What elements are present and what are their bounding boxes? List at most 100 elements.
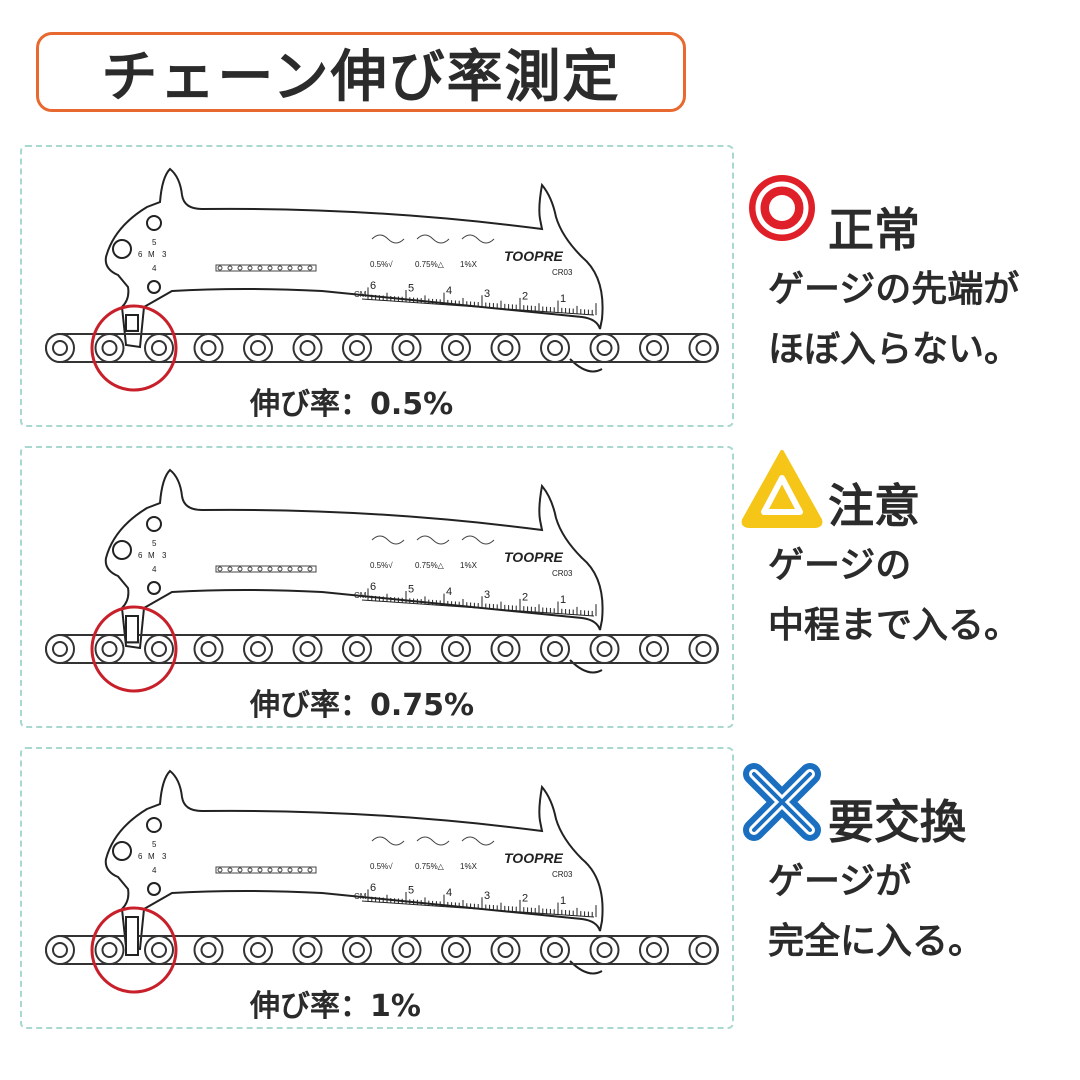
status-description: ゲージが 完全に入る。 — [768, 852, 1070, 972]
mini-chain-link — [247, 867, 253, 873]
status-replace: 要交換 ゲージが 完全に入る。 — [740, 762, 1070, 972]
mini-chain-link — [227, 867, 233, 873]
chain-pin — [299, 641, 316, 657]
mini-chain-link — [257, 867, 263, 873]
hole-label: 3 — [162, 852, 167, 861]
chain-pin — [52, 942, 68, 958]
chain-roller — [193, 935, 224, 965]
chain-roller — [639, 634, 669, 664]
hole-label: 6 — [138, 551, 143, 560]
mini-chain-link — [237, 265, 243, 271]
hole-label: 6 — [138, 852, 143, 861]
chain-pin — [151, 340, 167, 356]
chain-pin — [299, 942, 316, 958]
mini-chain-link — [227, 566, 233, 572]
scale-number: 3 — [484, 288, 490, 300]
scale-number: 1 — [560, 293, 566, 305]
mini-chain-link — [257, 566, 263, 572]
rate-label: 伸び率：1% — [250, 989, 421, 1024]
hole-label: 5 — [152, 238, 157, 247]
chain-roller — [144, 333, 174, 363]
chain-roller — [441, 333, 471, 363]
gauge-tooth-front — [125, 916, 139, 956]
mini-chain-link — [287, 566, 293, 572]
scale-number: 4 — [446, 887, 452, 899]
chain-roller — [540, 333, 570, 363]
chain-roller — [342, 634, 372, 664]
scale-number: 4 — [446, 285, 452, 297]
chain-pin — [547, 340, 563, 356]
status-normal: 正常 ゲージの先端が ほぼ入らない。 — [740, 170, 1070, 380]
status-description: ゲージの 中程まで入る。 — [768, 536, 1070, 656]
chain-pin — [646, 942, 662, 958]
hole-label: 4 — [152, 866, 157, 875]
mini-chain-link — [247, 566, 253, 572]
chain-roller — [441, 935, 471, 965]
hole-label: M — [148, 250, 155, 259]
wear-mark-label: 0.75%△ — [415, 862, 445, 871]
status-description-line: ゲージの先端が — [768, 269, 1020, 310]
chain-pin — [596, 942, 613, 958]
wear-mark-icon — [371, 535, 405, 545]
status-description-line: ゲージの — [768, 545, 912, 586]
scale-unit: CM — [354, 290, 367, 299]
gauge-outline — [104, 167, 604, 349]
scale-number: 3 — [484, 890, 490, 902]
chain-roller — [45, 333, 75, 363]
chain-roller — [292, 935, 323, 965]
status-title: 要交換 — [828, 795, 966, 849]
wear-mark-label: 0.75%△ — [415, 260, 445, 269]
mini-chain-link — [217, 867, 223, 873]
mini-chain-link — [257, 265, 263, 271]
chain-pin — [200, 942, 217, 958]
scale-number: 6 — [370, 280, 376, 292]
mini-chain-link — [277, 566, 283, 572]
mini-chain-link — [247, 265, 253, 271]
chain-roller — [144, 935, 174, 965]
wear-mark-icon — [461, 535, 495, 545]
mini-chain-link — [297, 265, 303, 271]
chain-pin — [250, 942, 266, 958]
status-description-line: ほぼ入らない。 — [768, 329, 1021, 370]
chain-pin — [448, 641, 464, 657]
chain-roller — [391, 634, 422, 664]
gauge-outline — [104, 468, 604, 650]
mini-chain-link — [267, 265, 273, 271]
wear-mark-label: 1%X — [460, 561, 478, 570]
chain-pin — [200, 641, 217, 657]
chain-roller — [391, 333, 422, 363]
chain-pin — [151, 641, 167, 657]
brand-logo: TOOPRE — [504, 248, 564, 264]
chain-pin — [497, 641, 514, 657]
mini-chain — [215, 565, 317, 573]
mini-chain-link — [307, 867, 313, 873]
chain-pin — [547, 942, 563, 958]
gauge-tooth-front — [125, 314, 139, 332]
chain-roller — [589, 935, 620, 965]
chain-roller — [193, 634, 224, 664]
chain-roller — [243, 935, 273, 965]
chain-pin — [448, 942, 464, 958]
scale-number: 5 — [408, 584, 414, 596]
mini-chain-link — [267, 867, 273, 873]
scale-number: 2 — [522, 290, 528, 302]
chain-pin — [695, 641, 712, 657]
chain-pin — [398, 340, 415, 356]
chain-roller — [391, 935, 422, 965]
mini-chain-link — [287, 867, 293, 873]
wear-mark-icon — [371, 234, 405, 244]
mini-chain-link — [237, 867, 243, 873]
chain-pin — [101, 340, 118, 356]
gauge-hole — [146, 215, 162, 231]
wear-mark-label: 1%X — [460, 862, 478, 871]
wear-mark-label: 0.5%√ — [370, 260, 393, 269]
chain-roller — [45, 935, 75, 965]
chain-pin — [200, 340, 217, 356]
chain-roller — [688, 634, 719, 664]
chain-roller — [292, 333, 323, 363]
mini-chain-link — [307, 265, 313, 271]
